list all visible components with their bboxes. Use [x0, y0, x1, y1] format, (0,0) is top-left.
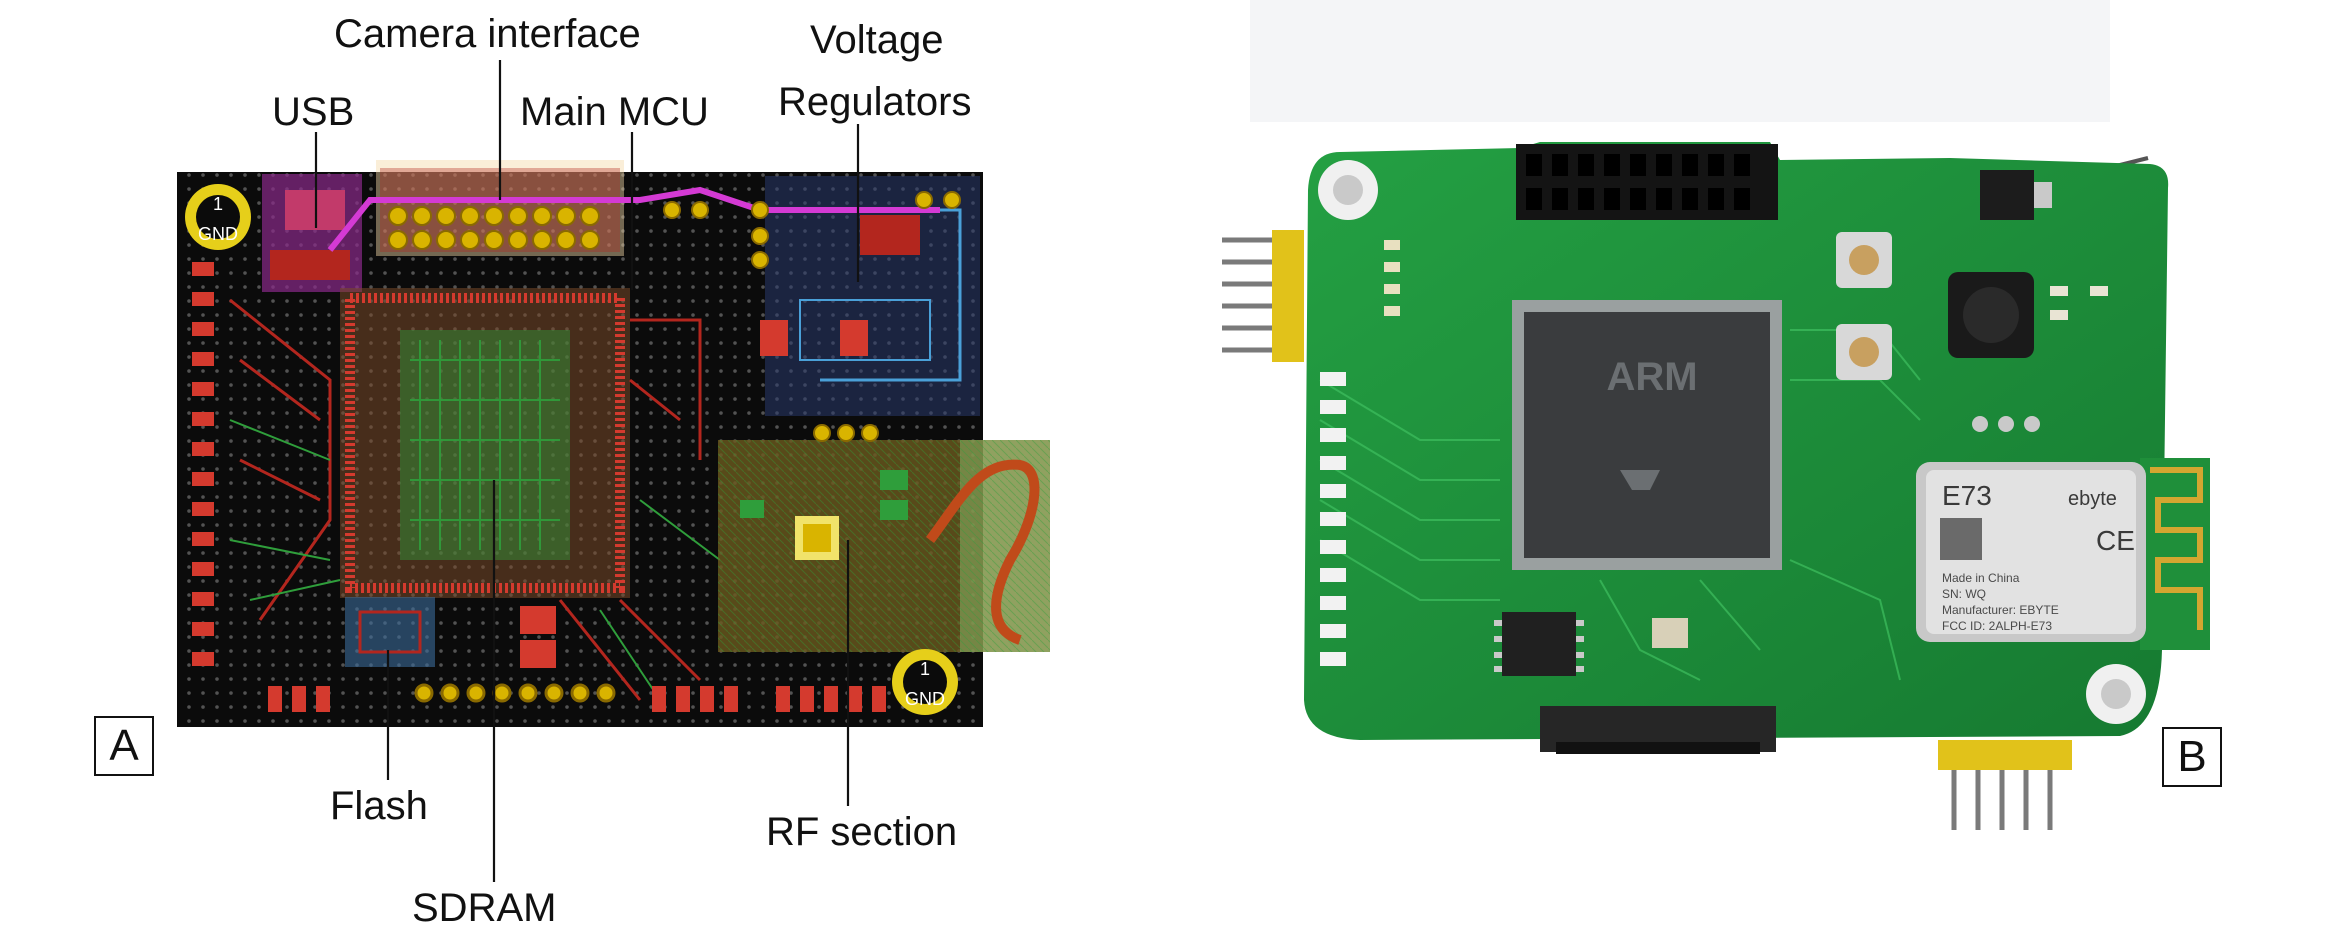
gnd-label-top: GND — [198, 224, 238, 244]
panel-tag-a: A — [94, 716, 154, 776]
module-line-4: FCC ID: 2ALPH-E73 — [1942, 619, 2052, 633]
crystal — [1652, 618, 1688, 648]
sdram-label: SDRAM — [412, 886, 557, 930]
e73-rf-module: E73 ebyte CE Made in China SN: WQ Manufa… — [1916, 462, 2146, 642]
push-button-1 — [1836, 232, 1892, 288]
left-header-pads — [192, 262, 214, 666]
sdram-region — [400, 330, 570, 560]
gnd-pin1-top: 1 — [213, 194, 223, 214]
arm-mcu-chip: ARM — [1512, 300, 1782, 570]
ce-mark: CE — [2096, 525, 2135, 556]
assembled-board-panel: ARM E73 ebyte — [1222, 0, 2210, 830]
left-pin-header — [1222, 230, 1304, 362]
microsd-slot — [1540, 706, 1776, 754]
module-name: E73 — [1942, 480, 1992, 511]
usb-label: USB — [272, 90, 355, 134]
leader-lines — [314, 60, 860, 882]
camera-female-header — [1516, 144, 1778, 220]
mcu-region — [340, 288, 630, 598]
bottom-pin-header — [1938, 740, 2072, 830]
voltage-label-line1: Voltage — [810, 18, 944, 62]
mounting-hole-bottom-right — [2086, 664, 2146, 724]
rf-section-label: RF section — [766, 810, 958, 854]
qr-code — [1940, 518, 1982, 560]
voltage-regulator — [1980, 170, 2052, 220]
flash-label: Flash — [330, 784, 428, 828]
main-mcu-label: Main MCU — [520, 90, 709, 134]
module-line-2: SN: WQ — [1942, 587, 1986, 601]
power-inductor — [1948, 272, 2034, 358]
mounting-hole-top-left — [1318, 160, 1378, 220]
camera-pins — [388, 206, 600, 250]
camera-interface-label: Camera interface — [334, 12, 641, 56]
gnd-mounting-hole-bottom — [892, 649, 958, 715]
gnd-mounting-hole-top — [185, 184, 251, 250]
photo-background-strip — [1250, 0, 2110, 122]
module-line-3: Manufacturer: EBYTE — [1942, 603, 2059, 617]
panel-tag-b: B — [2162, 727, 2222, 787]
module-brand: ebyte — [2068, 488, 2117, 510]
module-line-1: Made in China — [1942, 571, 2020, 585]
pcb-layout-panel: 1 GND 1 GND — [177, 60, 1050, 882]
mcu-brand-text: ARM — [1606, 355, 1697, 399]
push-button-2 — [1836, 324, 1892, 380]
gnd-pin1-bottom: 1 — [920, 659, 930, 679]
left-edge-pads — [1320, 372, 1346, 666]
gnd-label-bottom: GND — [905, 689, 945, 709]
voltage-label-line2: Regulators — [778, 80, 972, 124]
flash-chip — [1494, 612, 1584, 676]
